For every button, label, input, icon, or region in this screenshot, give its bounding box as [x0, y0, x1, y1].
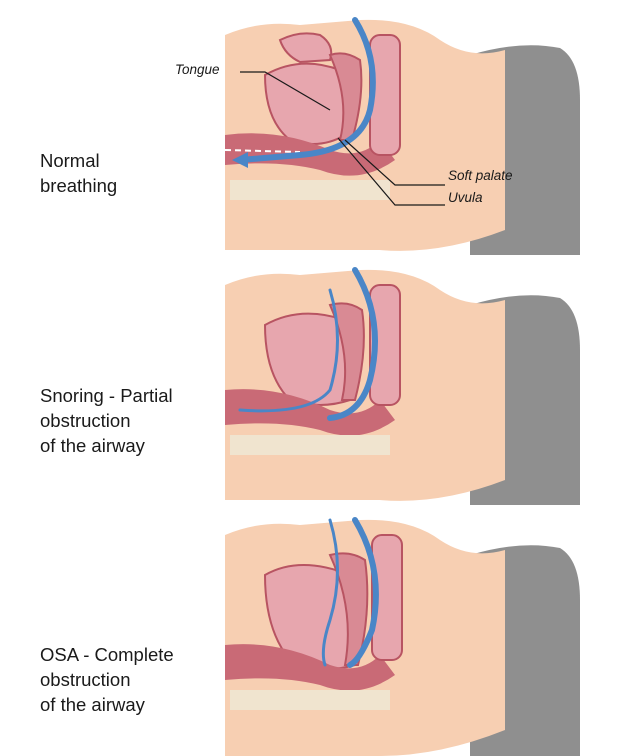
- head-skin: [225, 270, 505, 501]
- head-skin: [225, 520, 505, 756]
- annotation-soft-palate: Soft palate: [448, 168, 513, 183]
- panel-label-normal: Normal breathing: [40, 148, 117, 198]
- vertebrae: [230, 180, 390, 200]
- panel-osa: [225, 520, 580, 756]
- panel-label-osa: OSA - Complete obstruction of the airway: [40, 642, 174, 717]
- vertebrae: [230, 690, 390, 710]
- panel-normal-breathing: [225, 20, 580, 255]
- panel-snoring: [225, 270, 580, 505]
- vertebrae: [230, 435, 390, 455]
- annotation-tongue: Tongue: [175, 62, 220, 77]
- annotation-uvula: Uvula: [448, 190, 483, 205]
- panel-label-snoring: Snoring - Partial obstruction of the air…: [40, 383, 173, 458]
